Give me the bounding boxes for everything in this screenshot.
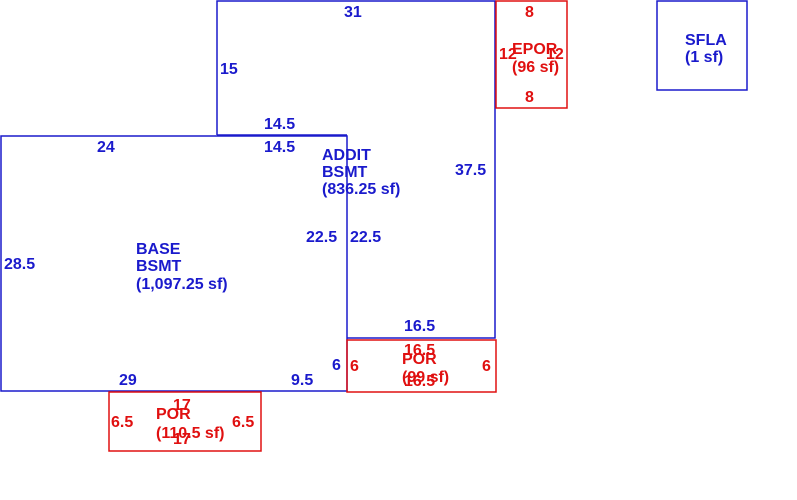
por-right-area-value: (99 sf) [402,369,449,386]
sfla-outline [656,0,748,91]
por-bottom-dim-left: 6.5 [111,414,133,431]
por-right-dim-top: 16.5 [404,342,435,359]
epor-name: EPOR [512,41,558,58]
epor-area-value: (96 sf) [512,59,559,76]
por-right-area[interactable] [346,339,497,393]
base-dim-bottom-right: 9.5 [291,372,313,389]
por-bottom-dim-top: 17 [173,397,191,414]
epor-dim-top: 8 [525,4,534,21]
sfla-area-value: (1 sf) [685,49,723,66]
addit-dim-right: 37.5 [455,162,486,179]
sfla-name: SFLA [685,32,727,49]
addit-dim-inner-a: 22.5 [306,229,337,246]
epor-outline [495,0,568,109]
epor-dim-left: 12 [499,46,517,63]
por-right-dim-bottom: 16.5 [404,373,435,390]
addit-bsmt-area[interactable] [216,0,496,339]
por-bottom-area-value: (110.5 sf) [156,425,224,442]
addit-dim-left-upper: 15 [220,61,238,78]
por-right-dim-right: 6 [482,358,491,375]
sfla-area[interactable] [656,0,748,91]
base-dim-left: 28.5 [4,256,35,273]
base-bsmt-outline [0,135,348,392]
base-bsmt-area-value: (1,097.25 sf) [136,276,228,293]
por-bottom-dim-bottom: 17 [173,431,191,448]
base-dim-notch: 6 [332,357,341,374]
por-bottom-area[interactable] [108,391,262,452]
addit-dim-top: 31 [344,4,362,21]
addit-dim-step-b: 14.5 [264,139,295,156]
epor-dim-bottom: 8 [525,89,534,106]
por-right-dim-left: 6 [350,358,359,375]
addit-bsmt-area-value: (836.25 sf) [322,181,400,198]
base-dim-top: 24 [97,139,115,156]
addit-dim-step-a: 14.5 [264,116,295,133]
por-bottom-name: POR [156,406,191,423]
por-bottom-outline [108,391,262,452]
base-dim-bottom: 29 [119,372,137,389]
addit-bsmt-outline [216,0,496,339]
base-bsmt-name-1: BASE [136,241,181,258]
por-bottom-dim-right: 6.5 [232,414,254,431]
addit-dim-bottom: 16.5 [404,318,435,335]
epor-area[interactable] [495,0,568,109]
addit-dim-inner-b: 22.5 [350,229,381,246]
epor-dim-right: 12 [546,46,564,63]
por-right-outline [346,339,497,393]
por-right-name: POR [402,351,437,368]
base-bsmt-area[interactable] [0,135,348,392]
base-bsmt-name-2: BSMT [136,258,182,275]
addit-bsmt-name-1: ADDIT [322,147,371,164]
addit-bsmt-name-2: BSMT [322,164,368,181]
